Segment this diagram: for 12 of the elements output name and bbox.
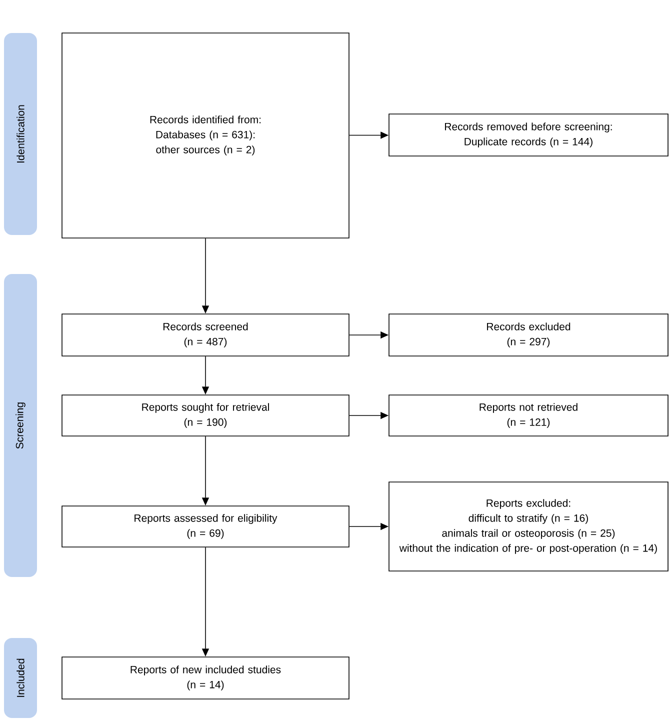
process-box: Reports excluded: difficult to stratify (n = 16) animals trail or osteoporosis (n = 25) without the indication of pre- or post-operation (n = 14) [388,482,668,572]
phase-band: Screening [4,274,37,577]
process-box: Records identified from: Databases (n = 631): other sources (n = 2) [62,32,350,238]
process-box: Records excluded (n = 297) [388,314,668,356]
phase-band: Included [4,638,37,718]
process-box: Reports not retrieved (n = 121) [388,394,668,436]
process-box: Reports sought for retrieval (n = 190) [62,394,350,436]
process-box: Records screened (n = 487) [62,314,350,356]
process-box: Reports of new included studies (n = 14) [62,656,350,700]
process-box: Records removed before screening: Duplicate records (n = 144) [388,114,668,156]
process-box: Reports assessed for eligibility (n = 69) [62,506,350,548]
phase-band: Identification [4,33,37,235]
